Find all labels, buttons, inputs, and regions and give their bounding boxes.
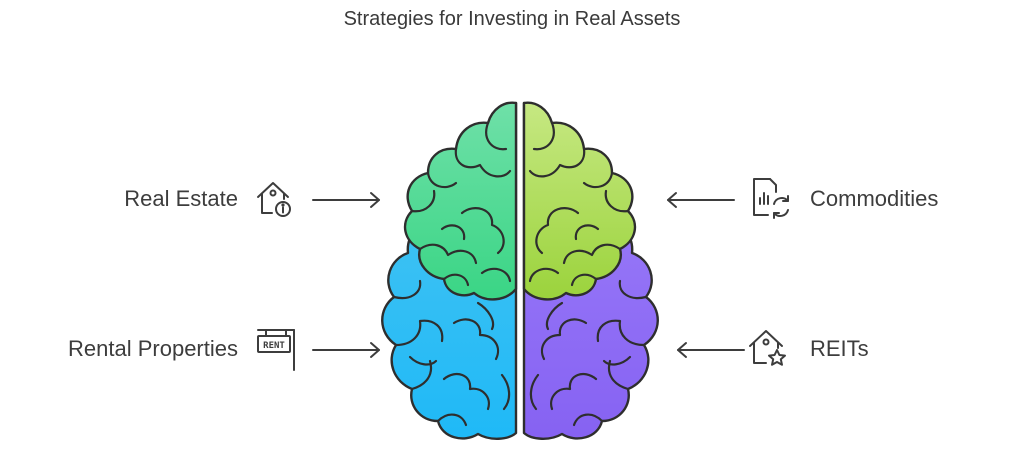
rent-sign-text: RENT	[263, 341, 285, 351]
arrow-reits	[677, 342, 745, 358]
house-star-icon	[749, 330, 786, 366]
label-commodities: Commodities	[810, 186, 939, 211]
diagram-title: Strategies for Investing in Real Assets	[343, 8, 681, 30]
label-rental-properties: Rental Properties	[68, 336, 238, 361]
brain-diagram	[381, 101, 659, 440]
label-reits: REITs	[810, 336, 869, 361]
arrow-real-estate	[312, 192, 380, 208]
house-info-icon	[257, 182, 291, 217]
label-real-estate: Real Estate	[124, 186, 238, 211]
arrow-rental-properties	[312, 342, 380, 358]
rent-sign-icon: RENT	[257, 329, 295, 371]
document-chart-refresh-icon	[753, 178, 789, 219]
arrow-commodities	[667, 192, 735, 208]
